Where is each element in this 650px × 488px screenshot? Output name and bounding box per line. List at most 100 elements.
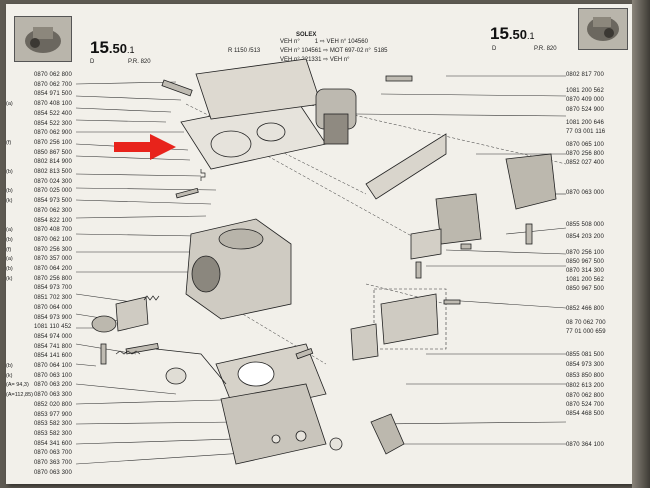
- part-number-left: 0854 974 000: [34, 333, 72, 340]
- part-number-right: 0870 524 700: [566, 402, 604, 408]
- part-number-right: 0852 466 800: [566, 306, 604, 312]
- part-number-right: 0870 314 300: [566, 268, 604, 274]
- part-number-right: 0802 817 700: [566, 72, 604, 78]
- part-number-left: 0870 256 800: [34, 275, 72, 282]
- veh-line-3: VEH n° 221331 ⇨ VEH n°: [280, 57, 350, 63]
- part-variant-code: (a): [6, 256, 13, 263]
- header-d-right: D: [492, 46, 497, 52]
- part-number-left: 0854 973 700: [34, 285, 72, 292]
- part-number-left: 0853 977 900: [34, 411, 72, 418]
- part-number-right: 77 01 000 659: [566, 329, 606, 335]
- part-number-left: 0802 814 900: [34, 159, 72, 166]
- part-number-right: 0854 203 200: [566, 234, 604, 240]
- part-number-right: 0870 063 000: [566, 190, 604, 196]
- part-number-left: 0852 020 800: [34, 401, 72, 408]
- part-variant-code: (k): [6, 372, 13, 379]
- part-number-left: 0870 408 100: [34, 101, 72, 108]
- part-variant-code: (b): [6, 188, 13, 195]
- part-number-left: 0870 064 100: [34, 363, 72, 369]
- part-number-right: 0870 065 100: [566, 142, 604, 148]
- part-variant-code: (k): [6, 275, 13, 282]
- part-number-left: 0870 063 100: [34, 372, 72, 379]
- brand-title: SOLEX: [296, 32, 317, 38]
- part-variant-code: (a): [6, 101, 13, 108]
- part-number-left: 0854 341 600: [34, 440, 72, 447]
- part-number-right: 0870 409 000: [566, 97, 604, 103]
- part-number-right: 0802 613 200: [566, 383, 604, 389]
- part-number-left: 0870 357 000: [34, 256, 72, 263]
- part-number-left: 0870 025 000: [34, 188, 72, 195]
- header-d-left: D: [90, 59, 95, 65]
- part-number-right: 0853 850 800: [566, 373, 604, 379]
- part-number-left: 0870 063 300: [34, 469, 72, 476]
- part-number-right: 08 70 062 700: [566, 320, 606, 326]
- section-number-left: 15.50.1: [90, 38, 135, 57]
- part-number-right: 77 03 001 116: [566, 129, 606, 135]
- carburettor-photo-right: [578, 8, 628, 50]
- part-number-left: 0870 063 700: [34, 450, 72, 457]
- part-number-left: 0853 582 300: [34, 430, 72, 437]
- part-number-left: 0870 062 300: [34, 207, 72, 214]
- part-number-left: 0870 063 200: [34, 382, 72, 389]
- part-variant-code: (a): [6, 227, 13, 234]
- part-number-left: 0850 867 500: [34, 149, 72, 156]
- part-number-right: 1081 200 562: [566, 277, 604, 283]
- part-number-left: 0854 973 900: [34, 314, 72, 321]
- model-label: R 1150 /513: [228, 48, 261, 54]
- part-variant-code: (b): [6, 169, 13, 175]
- part-variant-code: (k): [6, 198, 13, 205]
- part-variant-code: (f): [6, 139, 12, 146]
- carburettor-photo-left: [14, 16, 72, 62]
- part-number-right: 0870 256 100: [566, 250, 604, 256]
- part-number-left: 0870 063 300: [34, 392, 72, 399]
- section-number-right: 15.50.1: [490, 24, 535, 43]
- part-number-left: 0870 062 100: [34, 236, 72, 243]
- part-number-right: 0870 524 900: [566, 107, 604, 113]
- part-number-left: 0851 702 300: [34, 295, 72, 302]
- part-number-right: 0850 967 500: [566, 286, 604, 292]
- part-number-left: 0802 813 500: [34, 169, 72, 175]
- part-number-left: 0854 971 500: [34, 91, 72, 98]
- part-number-right: 0870 062 800: [566, 393, 604, 399]
- part-number-left: 0870 064 000: [34, 304, 72, 311]
- part-number-left: 0870 062 800: [34, 72, 72, 78]
- part-number-left: 1081 110 452: [34, 324, 72, 331]
- header-pr-right: P.R. 820: [534, 46, 557, 52]
- part-number-right: 0852 027 400: [566, 160, 604, 166]
- part-number-right: 0870 364 100: [566, 442, 604, 448]
- part-number-right: 1081 200 646: [566, 120, 604, 126]
- red-arrow-icon: [114, 134, 176, 160]
- part-number-left: 0870 256 300: [34, 246, 72, 253]
- part-number-right: 0850 967 500: [566, 259, 604, 265]
- part-number-right: 0855 508 000: [566, 222, 604, 228]
- part-number-left: 0854 522 300: [34, 120, 72, 127]
- part-variant-code: (b): [6, 236, 13, 243]
- part-number-left: 0854 741 800: [34, 343, 72, 350]
- part-number-right: 1081 200 562: [566, 88, 604, 94]
- part-number-left: 0854 822 100: [34, 217, 72, 224]
- part-variant-code: (A= 94,3): [6, 382, 29, 389]
- header-pr-left: P.R. 820: [128, 59, 151, 65]
- part-number-left: 0854 141 600: [34, 353, 72, 360]
- part-number-left: 0870 024 300: [34, 178, 72, 185]
- catalog-page: 15.50.1 D P.R. 820 15.50.1 D P.R. 820 SO…: [6, 4, 632, 484]
- exploded-carburettor-diagram: [75, 58, 567, 465]
- part-variant-code: (A=112,85): [6, 392, 33, 399]
- part-number-right: 0854 468 500: [566, 411, 604, 417]
- book-binding: [632, 0, 650, 488]
- part-number-left: 0870 062 900: [34, 130, 72, 137]
- part-variant-code: (f): [6, 246, 12, 253]
- part-number-left: 0854 973 500: [34, 198, 72, 205]
- veh-line-2: VEH n° 104561 ⇨ MOT 697-02 n° 5185: [280, 48, 388, 54]
- part-number-right: 0870 256 800: [566, 151, 604, 157]
- part-number-left: 0853 582 300: [34, 421, 72, 428]
- veh-line-1: VEH n° 1 ⇨ VEH n° 104560: [280, 39, 368, 45]
- part-number-left: 0854 522 400: [34, 110, 72, 117]
- part-number-left: 0870 064 200: [34, 266, 72, 272]
- part-variant-code: (b): [6, 266, 13, 272]
- part-number-right: 0855 081 500: [566, 352, 604, 358]
- part-number-left: 0870 363 700: [34, 460, 72, 466]
- part-number-right: 0854 973 300: [566, 362, 604, 368]
- part-number-left: 0870 408 700: [34, 227, 72, 234]
- part-variant-code: (b): [6, 363, 13, 369]
